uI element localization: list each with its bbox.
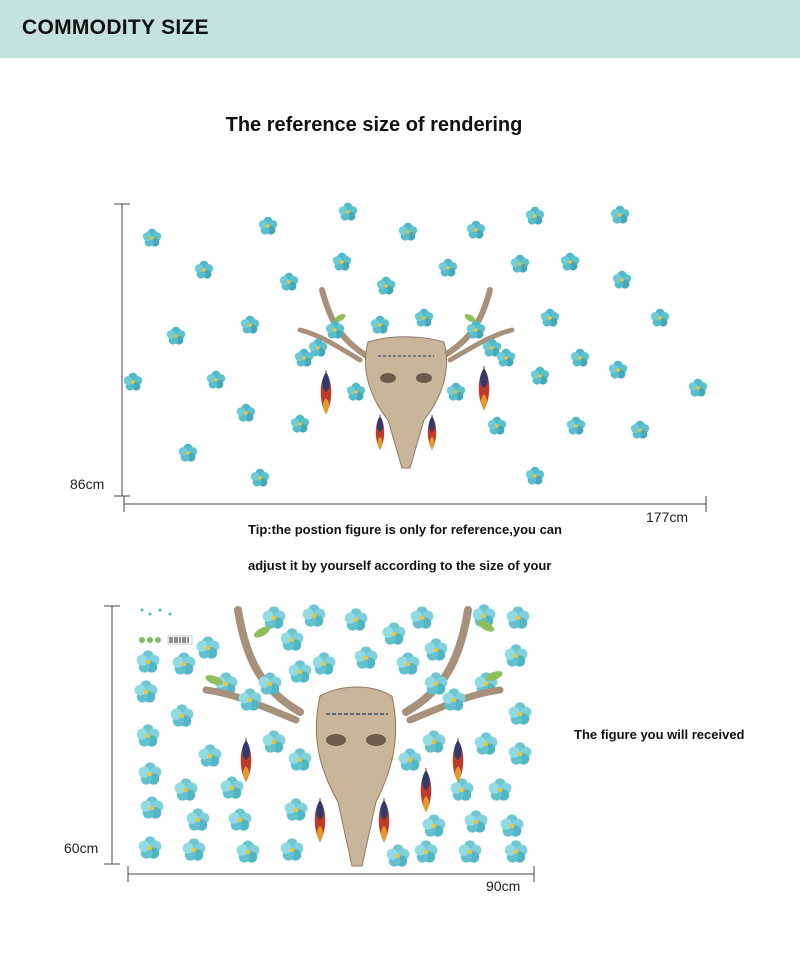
received-width-label: 90cm (486, 878, 521, 894)
header-bar: COMMODITY SIZE (0, 0, 800, 58)
tip-line-1: Tip:the postion figure is only for refer… (248, 522, 562, 537)
barcode-icon (139, 608, 193, 645)
header-title: COMMODITY SIZE (22, 16, 209, 39)
reference-dimension-lines (114, 203, 707, 512)
received-dimension-lines (104, 605, 535, 882)
received-height-label: 60cm (64, 840, 99, 856)
tip-line-2: adjust it by yourself according to the s… (248, 558, 552, 573)
received-note: The figure you will received (574, 727, 745, 742)
reference-width-label: 177cm (646, 509, 689, 525)
reference-heading: The reference size of rendering (225, 114, 523, 136)
reference-height-label: 86cm (70, 476, 105, 492)
reference-deer-skull (294, 287, 516, 469)
received-deer-skull (202, 606, 504, 867)
